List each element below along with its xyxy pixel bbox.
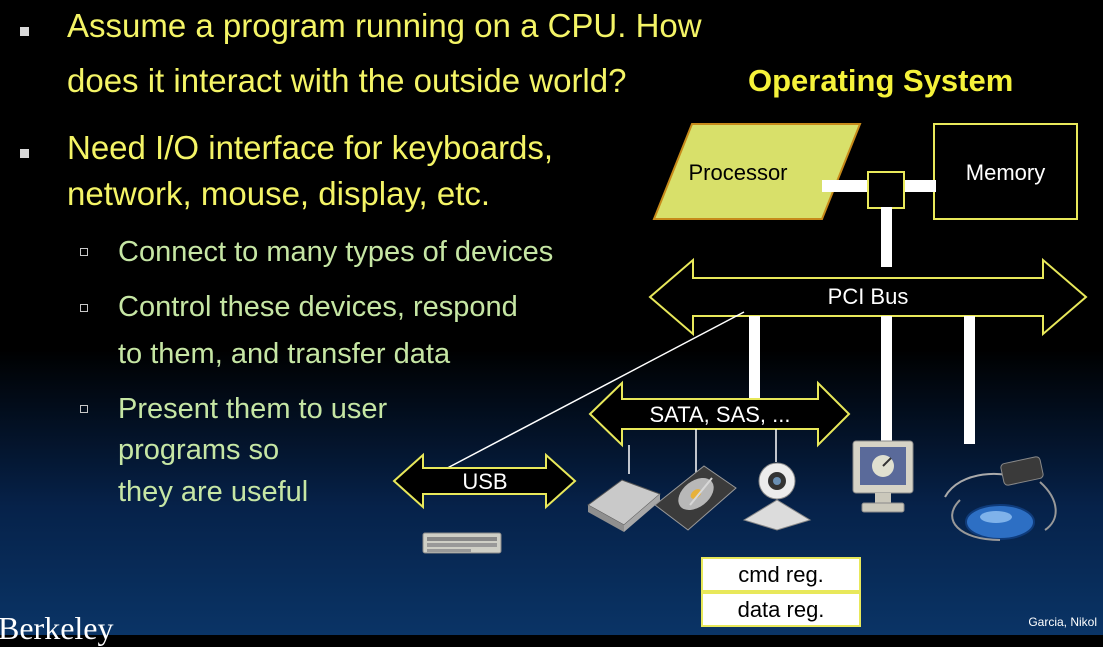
- bridge-box: [867, 171, 905, 209]
- footer-partial-text: Berkeley: [0, 610, 114, 646]
- monitor-icon: [852, 440, 914, 513]
- sata-label: SATA, SAS, ...: [649, 402, 791, 427]
- bullet-1-line-2: does it interact with the outside world?: [67, 62, 627, 99]
- usb-label: USB: [462, 469, 508, 494]
- sub-bullet-marker: [80, 304, 88, 312]
- sub-bullet-2-line-2: to them, and transfer data: [118, 338, 451, 370]
- bullet-1-line-1: Assume a program running on a CPU. How: [67, 7, 702, 44]
- processor-shape: [652, 123, 862, 220]
- pci-bus-label: PCI Bus: [827, 284, 909, 309]
- bridge-to-pci-link: [881, 207, 892, 267]
- cmd-register: cmd reg.: [701, 557, 861, 592]
- bullet-2-line-1: Need I/O interface for keyboards,: [67, 129, 554, 166]
- sub-bullet-3-line-2: programs so: [118, 434, 280, 466]
- processor-link: [822, 180, 870, 192]
- usb-link: [435, 311, 745, 475]
- pci-drop-sata: [749, 316, 760, 399]
- memory-label: Memory: [965, 160, 1046, 185]
- webcam-icon: [742, 462, 812, 531]
- mouse-icon: [944, 456, 1057, 541]
- sub-bullet-2-line-1: Control these devices, respond: [118, 291, 518, 323]
- keyboard-icon: [422, 532, 502, 554]
- os-title: Operating System: [748, 63, 1014, 98]
- sub-bullet-3-line-1: Present them to user: [118, 393, 388, 425]
- pci-drop-monitor: [881, 316, 892, 441]
- sub-bullet-3-line-3: they are useful: [118, 476, 309, 508]
- bullet-marker: [20, 149, 29, 158]
- author-credit: Garcia, Nikol: [1028, 615, 1097, 629]
- sub-bullet-marker: [80, 405, 88, 413]
- hard-drive-icon: [654, 465, 737, 531]
- memory-shape: [933, 123, 1078, 220]
- scanner-icon: [587, 479, 661, 532]
- bullet-2-line-2: network, mouse, display, etc.: [67, 175, 491, 212]
- sata-arrow: [588, 380, 851, 448]
- sub-bullet-1: Connect to many types of devices: [118, 236, 554, 268]
- bullet-marker: [20, 27, 29, 36]
- pci-drop-mouse: [964, 316, 975, 444]
- sub-bullet-marker: [80, 248, 88, 256]
- data-register: data reg.: [701, 592, 861, 627]
- pci-bus-arrow: [648, 257, 1088, 337]
- processor-label: Processor: [688, 160, 788, 185]
- usb-arrow: [392, 452, 577, 510]
- memory-link: [904, 180, 936, 192]
